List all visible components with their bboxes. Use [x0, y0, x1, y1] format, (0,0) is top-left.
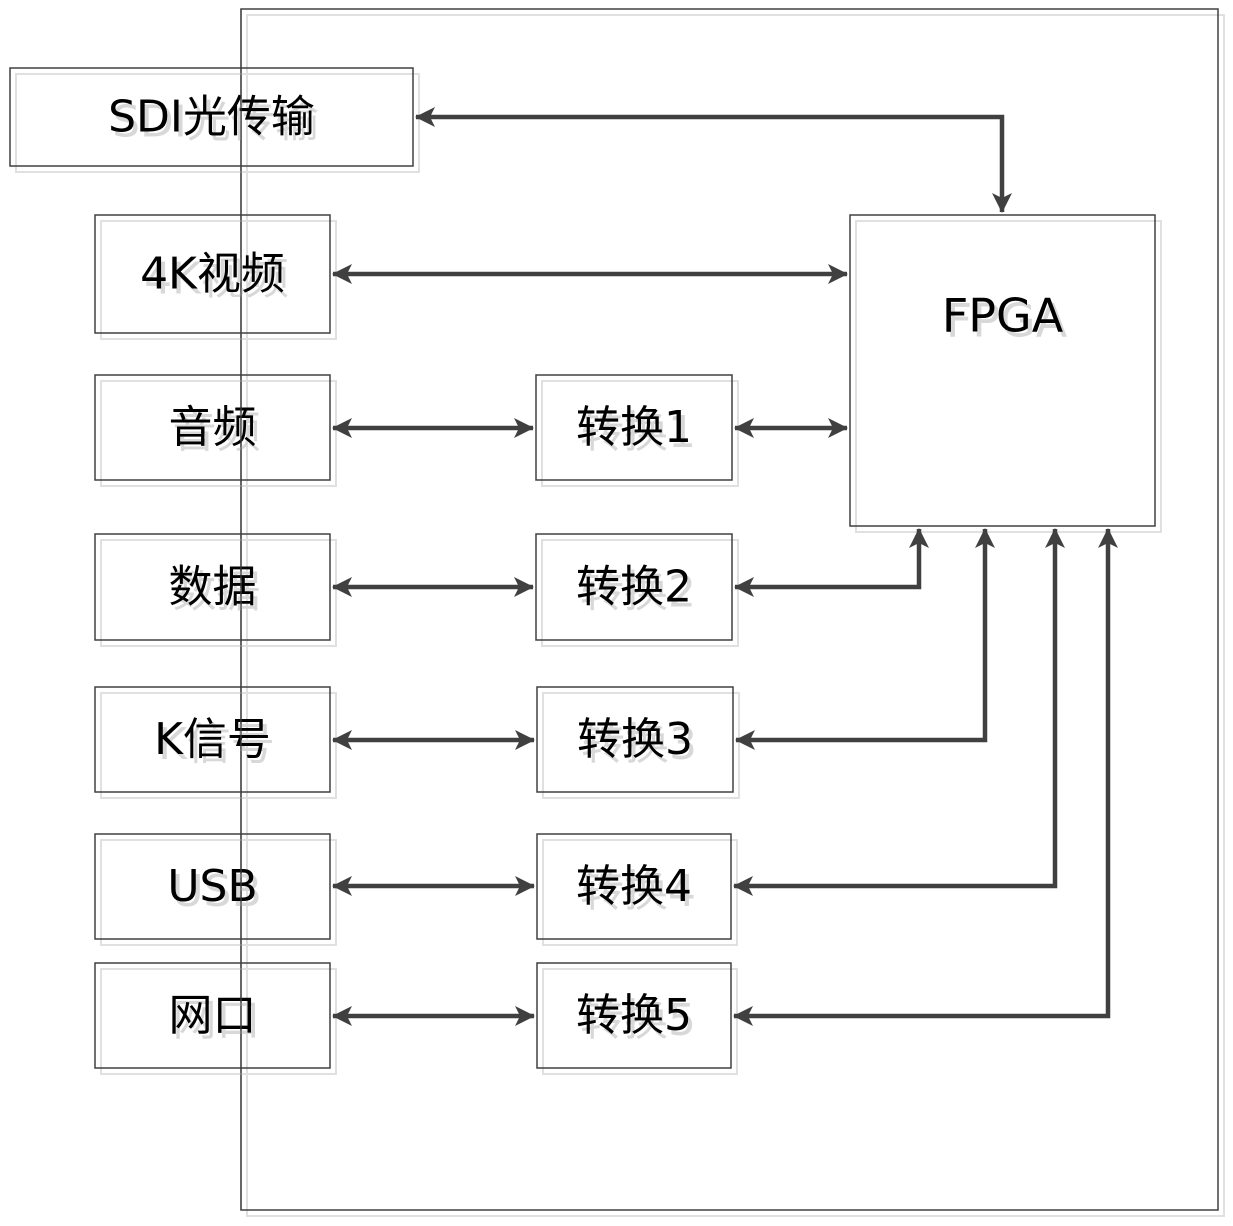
box-border — [536, 962, 732, 1069]
label-shadow: 转换1 — [580, 407, 696, 458]
box-border — [9, 67, 414, 167]
box-border — [535, 533, 733, 641]
box-border — [94, 686, 331, 793]
node-label-conv2: 转换2 — [576, 562, 692, 613]
label-shadow: 4K视频 — [144, 254, 289, 305]
node-label-ksignal: K信号 — [154, 714, 271, 765]
edge-sdi-fpga — [415, 107, 1012, 213]
box-border — [94, 214, 331, 334]
node-label-conv1: 转换1 — [576, 402, 692, 453]
edge-conv5-fpga — [733, 528, 1118, 1026]
label-shadow: USB — [171, 866, 261, 917]
box-border — [94, 833, 331, 940]
edge-conv2-fpga — [734, 528, 929, 597]
node-label-conv3: 转换3 — [577, 714, 693, 765]
box-border — [94, 374, 331, 481]
label-shadow: 音频 — [173, 407, 261, 458]
box-border — [536, 833, 732, 940]
node-label-conv4: 转换4 — [576, 861, 692, 912]
node-label-video4k: 4K视频 — [140, 249, 285, 300]
node-label-usb: USB — [167, 861, 257, 912]
label-shadow: 转换2 — [580, 567, 696, 618]
label-shadow: FPGA — [946, 294, 1068, 348]
label-shadow: SDI光传输 — [112, 97, 319, 148]
label-shadow: 转换4 — [580, 866, 696, 917]
node-label-data: 数据 — [169, 562, 257, 613]
label-shadow: 数据 — [173, 567, 261, 618]
box-border — [849, 214, 1156, 527]
node-label-network: 网口 — [169, 990, 257, 1041]
node-label-sdi: SDI光传输 — [108, 92, 315, 143]
edge-conv4-fpga — [733, 528, 1065, 896]
label-shadow: 转换5 — [580, 995, 696, 1046]
label-shadow: 转换3 — [581, 719, 697, 770]
label-shadow: K信号 — [158, 719, 275, 770]
label-shadow: 网口 — [173, 995, 261, 1046]
box-border — [94, 962, 331, 1069]
node-label-fpga: FPGA — [942, 289, 1064, 343]
box-border — [94, 533, 331, 641]
edge-conv3-fpga — [735, 528, 995, 750]
node-label-audio: 音频 — [169, 402, 257, 453]
box-border — [535, 374, 733, 481]
node-label-conv5: 转换5 — [576, 990, 692, 1041]
